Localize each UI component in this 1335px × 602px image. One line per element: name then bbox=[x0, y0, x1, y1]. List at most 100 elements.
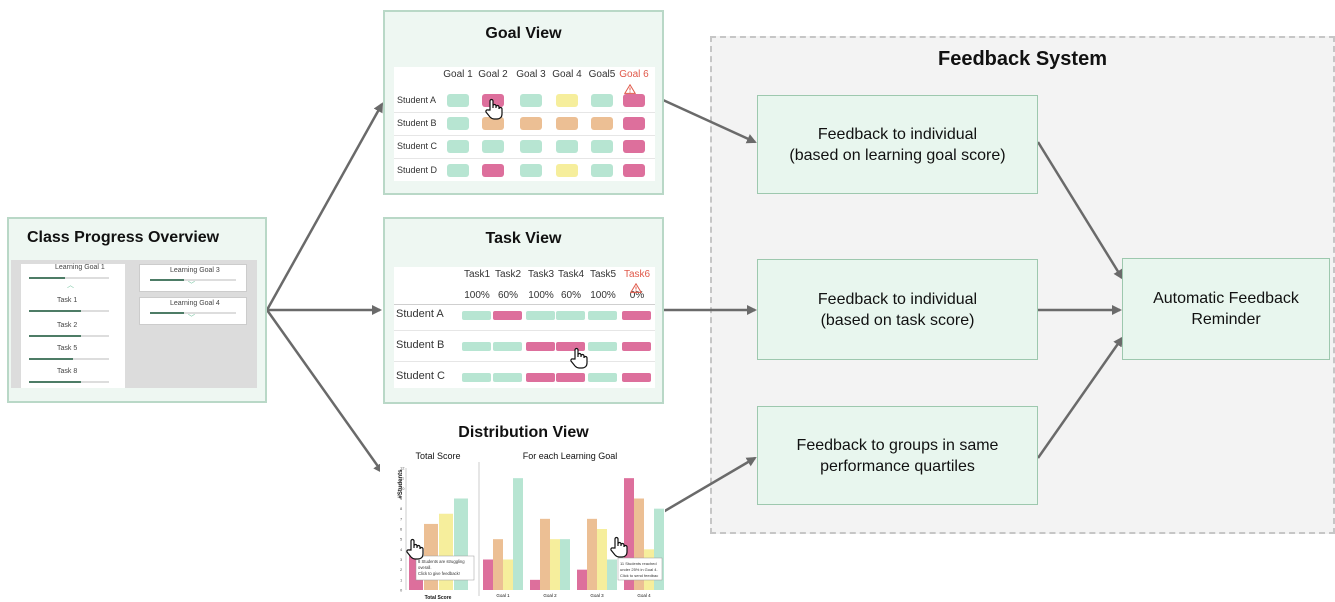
goal-column-header[interactable]: Goal 6 bbox=[619, 69, 649, 80]
task-score-cell[interactable] bbox=[588, 342, 617, 351]
goal-x-label: Goal 3 bbox=[590, 593, 604, 598]
goal-distribution-bar[interactable] bbox=[587, 518, 597, 590]
task-column-header[interactable]: Task4 bbox=[557, 269, 585, 280]
task-score-cell[interactable] bbox=[622, 342, 651, 351]
goal-score-cell[interactable] bbox=[591, 94, 613, 107]
y-tick-label: 8 bbox=[400, 506, 403, 511]
goal-distribution-bar[interactable] bbox=[624, 478, 634, 590]
task-score-cell[interactable] bbox=[493, 311, 522, 320]
goal-score-cell[interactable] bbox=[447, 164, 469, 177]
goal-score-cell[interactable] bbox=[447, 94, 469, 107]
goal-score-cell[interactable] bbox=[556, 117, 578, 130]
task-score-cell[interactable] bbox=[526, 342, 555, 351]
goal-score-cell[interactable] bbox=[447, 140, 469, 153]
arrow-overview-to-goal bbox=[265, 102, 384, 311]
goal-score-cell[interactable] bbox=[482, 117, 504, 130]
goal-distribution-bar[interactable] bbox=[560, 539, 570, 590]
fb4-line1: Automatic Feedback bbox=[1153, 290, 1299, 307]
goal-distribution-bar[interactable] bbox=[654, 508, 664, 590]
goal-distribution-bar[interactable] bbox=[503, 559, 513, 591]
task-score-cell[interactable] bbox=[493, 373, 522, 382]
task-score-cell[interactable] bbox=[462, 342, 491, 351]
task-score-cell[interactable] bbox=[588, 311, 617, 320]
goal-score-cell[interactable] bbox=[556, 94, 578, 107]
goal-score-cell[interactable] bbox=[482, 164, 504, 177]
goal-distribution-bar[interactable] bbox=[634, 498, 644, 591]
task-score-cell[interactable] bbox=[622, 311, 651, 320]
student-row-label: Student A bbox=[397, 95, 437, 105]
tooltip-total[interactable] bbox=[415, 555, 475, 581]
goal-score-cell[interactable] bbox=[623, 94, 645, 107]
chevron-down-icon[interactable]: ﹀ bbox=[188, 282, 195, 289]
goal-score-cell[interactable] bbox=[556, 164, 578, 177]
goal-score-cell[interactable] bbox=[520, 94, 542, 107]
pointer-hand-icon bbox=[569, 347, 589, 374]
task-score-cell[interactable] bbox=[526, 311, 555, 320]
class-overview-panel: Class Progress Overview Learning Goal 1 … bbox=[7, 217, 267, 403]
goal-distribution-bar[interactable] bbox=[493, 539, 503, 590]
row-divider bbox=[394, 361, 655, 362]
goal-column-header[interactable]: Goal 4 bbox=[552, 69, 582, 80]
y-tick-label: 11 bbox=[400, 476, 405, 481]
goal-column-header[interactable]: Goal 1 bbox=[443, 69, 473, 80]
goal-distribution-bar[interactable] bbox=[483, 559, 493, 591]
goal-score-cell[interactable] bbox=[623, 164, 645, 177]
y-axis-label: #Students bbox=[398, 469, 404, 499]
goal-score-cell[interactable] bbox=[556, 140, 578, 153]
task-score-cell[interactable] bbox=[493, 342, 522, 351]
task-column-header[interactable]: Task1 bbox=[463, 269, 491, 280]
goal-distribution-bar[interactable] bbox=[530, 579, 540, 590]
goal-column-header[interactable]: Goal 3 bbox=[516, 69, 546, 80]
goal-distribution-bar[interactable] bbox=[513, 478, 523, 590]
task-column-header[interactable]: Task5 bbox=[589, 269, 617, 280]
goal-distribution-bar[interactable] bbox=[597, 529, 607, 590]
overview-card[interactable]: Learning Goal 3 ﹀ bbox=[139, 264, 247, 292]
chevron-up-icon[interactable]: ︿ bbox=[67, 282, 74, 289]
feedback-individual-goal-box: Feedback to individual(based on learning… bbox=[757, 95, 1038, 194]
goal-score-cell[interactable] bbox=[482, 140, 504, 153]
goal-score-cell[interactable] bbox=[520, 117, 542, 130]
task-score-cell[interactable] bbox=[622, 373, 651, 382]
goal-column-header[interactable]: Goal5 bbox=[588, 69, 616, 80]
goal-x-label: Goal 1 bbox=[496, 593, 510, 598]
goal-score-cell[interactable] bbox=[447, 117, 469, 130]
task-score-cell[interactable] bbox=[556, 373, 585, 382]
goal-distribution-bar[interactable] bbox=[577, 569, 587, 590]
task-score-cell[interactable] bbox=[556, 342, 585, 351]
goal-score-cell[interactable] bbox=[591, 117, 613, 130]
task-score-cell[interactable] bbox=[556, 311, 585, 320]
task-score-cell[interactable] bbox=[462, 373, 491, 382]
arrow-fb3-to-reminder bbox=[1036, 336, 1124, 459]
tooltip-goal[interactable] bbox=[617, 557, 663, 581]
task-column-header[interactable]: Task2 bbox=[494, 269, 522, 280]
overview-card[interactable]: Learning Goal 4 ﹀ bbox=[139, 297, 247, 325]
goal-score-cell[interactable] bbox=[591, 164, 613, 177]
fb3-line2: performance quartiles bbox=[820, 457, 975, 475]
goal-distribution-bar[interactable] bbox=[540, 518, 550, 590]
chevron-down-icon[interactable]: ﹀ bbox=[188, 315, 195, 322]
each-goal-title: For each Learning Goal bbox=[523, 451, 618, 461]
goal-distribution-bar[interactable] bbox=[607, 559, 617, 591]
task-score-cell[interactable] bbox=[526, 373, 555, 382]
student-row-label: Student C bbox=[397, 141, 438, 151]
goal-score-cell[interactable] bbox=[520, 140, 542, 153]
goal-score-cell[interactable] bbox=[623, 117, 645, 130]
overview-item[interactable]: Task 5 bbox=[57, 345, 78, 352]
task-column-header[interactable]: Task6 bbox=[623, 269, 651, 280]
goal-distribution-bar[interactable] bbox=[550, 539, 560, 590]
overview-item[interactable]: Task 1 bbox=[57, 297, 78, 304]
goal-score-cell[interactable] bbox=[520, 164, 542, 177]
task-score-cell[interactable] bbox=[588, 373, 617, 382]
task-column-header[interactable]: Task3 bbox=[527, 269, 555, 280]
goal-score-cell[interactable] bbox=[623, 140, 645, 153]
arrow-dist-to-fb3 bbox=[662, 456, 757, 514]
overview-item[interactable]: Task 2 bbox=[57, 322, 78, 329]
overview-item[interactable]: Learning Goal 1 bbox=[55, 264, 105, 271]
goal-score-cell[interactable] bbox=[591, 140, 613, 153]
task-score-cell[interactable] bbox=[462, 311, 491, 320]
overview-item[interactable]: Task 8 bbox=[57, 368, 78, 375]
goal-column-header[interactable]: Goal 2 bbox=[478, 69, 508, 80]
